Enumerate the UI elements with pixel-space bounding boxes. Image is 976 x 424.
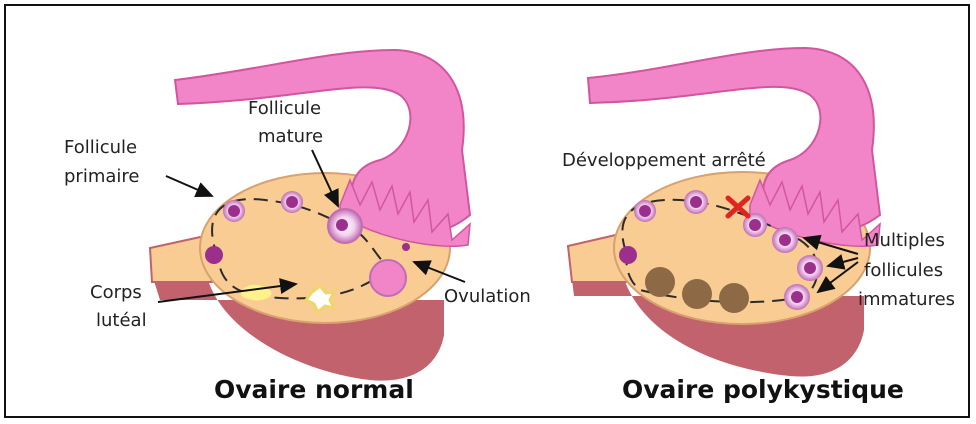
normal-released-oocyte: [402, 243, 410, 251]
pcos-immature-follicle-4-core: [791, 291, 803, 303]
normal-primary-follicle-3: [205, 246, 223, 264]
label-developpement-arrete: Développement arrêté: [562, 150, 766, 171]
title-ovaire-normal: Ovaire normal: [214, 375, 414, 404]
pcos-follicle-2-core: [690, 196, 702, 208]
label-multiples-line1: Multiples: [864, 230, 945, 251]
pcos-cyst-1: [645, 267, 675, 297]
pcos-immature-follicle-3-core: [804, 262, 816, 274]
label-follicule-mature-line1: Follicule: [248, 98, 321, 119]
arrow-primaire: [166, 176, 212, 196]
label-follicule-primaire-line2: primaire: [64, 166, 139, 187]
pcos-immature-follicle-1-core: [749, 219, 761, 231]
normal-mature-follicle-core: [336, 219, 348, 231]
pcos-cyst-2: [682, 279, 712, 309]
label-multiples-line2: follicules: [864, 260, 943, 281]
label-corps-luteal-line2: lutéal: [96, 310, 147, 331]
pcos-cyst-3: [719, 283, 749, 313]
title-ovaire-polykystique: Ovaire polykystique: [622, 375, 904, 404]
label-ovulation: Ovulation: [444, 286, 531, 307]
pcos-ovary-group: [568, 48, 880, 377]
pcos-follicle-1-core: [639, 205, 651, 217]
normal-primary-follicle-2-core: [286, 196, 298, 208]
label-follicule-mature-line2: mature: [258, 126, 323, 147]
label-corps-luteal-line1: Corps: [90, 282, 142, 303]
normal-primary-follicle-1-core: [228, 205, 240, 217]
pcos-follicle-3: [619, 246, 637, 264]
label-multiples-line3: immatures: [858, 289, 955, 310]
pcos-immature-follicle-2-core: [779, 234, 791, 246]
label-follicule-primaire-line1: Follicule: [64, 137, 137, 158]
normal-ovulating-follicle: [370, 260, 406, 296]
